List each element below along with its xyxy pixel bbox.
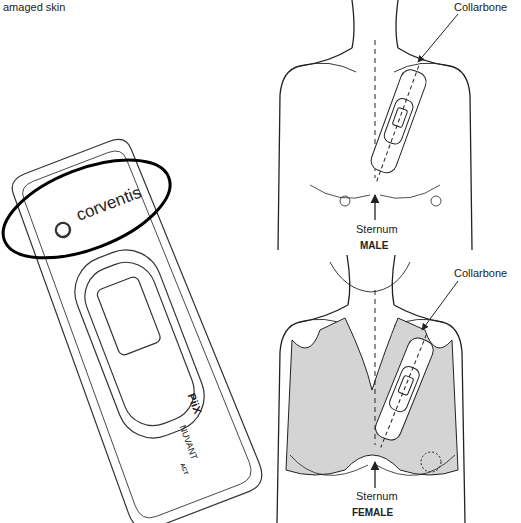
device: [0, 126, 284, 523]
figure-caption: FEMALE: [352, 508, 393, 518]
device-female: [369, 329, 439, 452]
device-male: [364, 61, 431, 185]
male-figure: [278, 0, 472, 250]
part-label: Collarbone: [454, 268, 507, 279]
figure-caption: MALE: [360, 241, 388, 251]
female-figure: [277, 255, 465, 523]
note-text: amaged skin: [3, 2, 65, 13]
part-label: Collarbone: [454, 2, 507, 13]
logo-symbol: [54, 221, 72, 239]
part-label: Sternum: [356, 491, 398, 502]
part-label: Sternum: [356, 224, 398, 235]
